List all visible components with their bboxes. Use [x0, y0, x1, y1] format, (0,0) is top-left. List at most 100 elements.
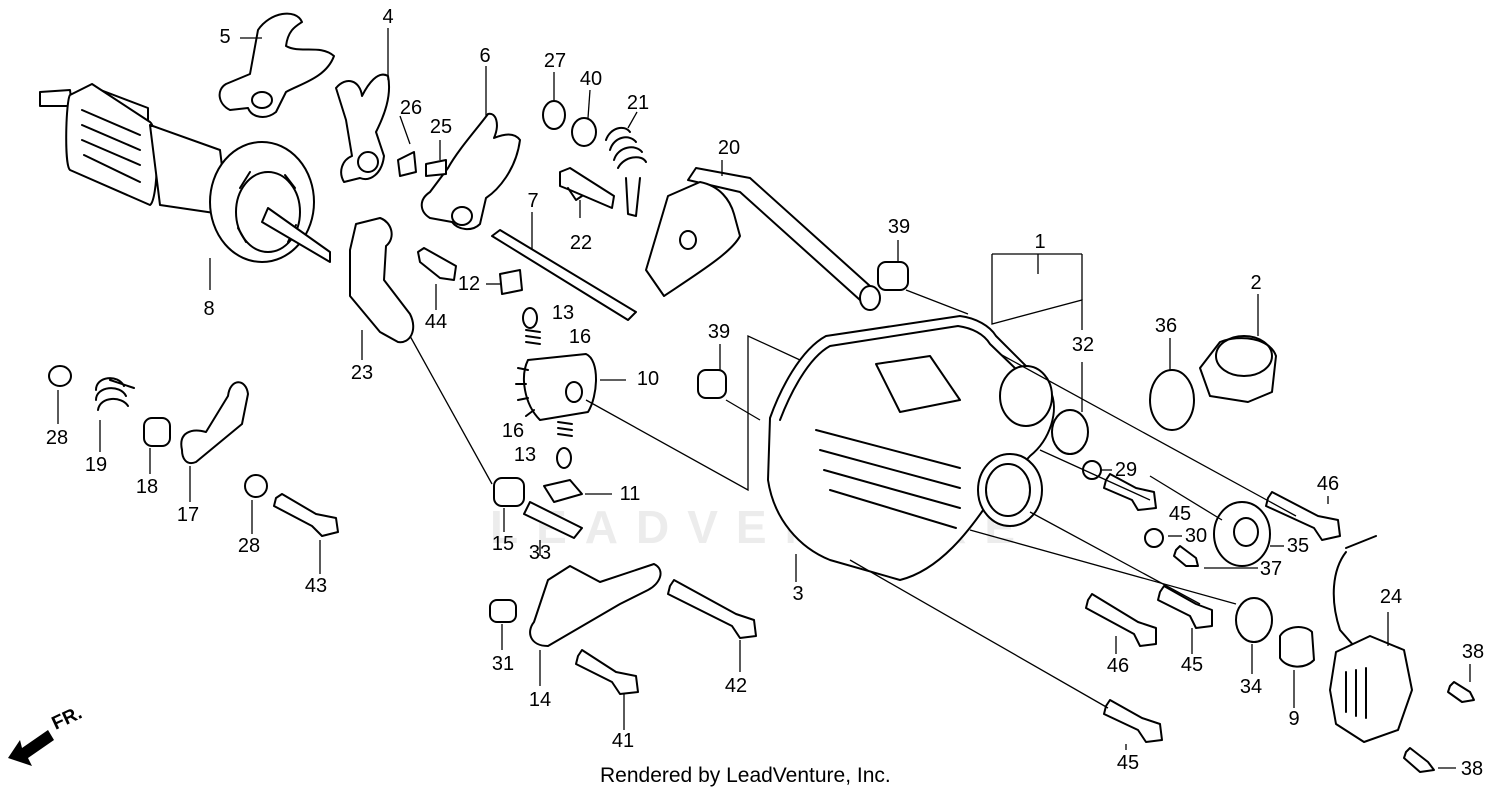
shift-fork-5-part[interactable]: [218, 12, 335, 118]
part-44-bolt[interactable]: [417, 247, 457, 281]
part-32-bearing[interactable]: [1051, 409, 1089, 455]
callout-1[interactable]: 1: [1034, 231, 1046, 253]
callout-9[interactable]: 9: [1288, 708, 1300, 730]
callout-41[interactable]: 41: [611, 730, 635, 752]
callout-34[interactable]: 34: [1239, 676, 1263, 698]
callout-16-bottom[interactable]: 16: [501, 420, 525, 442]
callout-21[interactable]: 21: [626, 92, 650, 114]
shift-fork-6-part[interactable]: [420, 112, 521, 230]
part-26-clip[interactable]: [397, 151, 417, 177]
part-31-collar[interactable]: [489, 599, 517, 623]
part-39-sleeve-bottom[interactable]: [697, 369, 727, 399]
part-13-roller-top[interactable]: [522, 307, 538, 329]
callout-30[interactable]: 30: [1184, 525, 1208, 547]
part-21-spring[interactable]: [605, 126, 647, 217]
part-14-plate[interactable]: [529, 563, 662, 647]
part-13-roller-bottom[interactable]: [556, 447, 572, 469]
part-37-screw[interactable]: [1173, 545, 1199, 567]
part-39-sleeve-top[interactable]: [877, 261, 909, 291]
callout-13-bottom[interactable]: 13: [513, 444, 537, 466]
callout-33[interactable]: 33: [528, 542, 552, 564]
shift-drum-part[interactable]: [39, 83, 331, 263]
part-46-bolt-top[interactable]: [1265, 491, 1341, 541]
part-28-washer-bottom[interactable]: [244, 474, 268, 498]
part-7-rod[interactable]: [491, 229, 637, 321]
part-38-screw-top[interactable]: [1447, 681, 1475, 703]
part-20-shift-shaft[interactable]: [645, 167, 881, 311]
callout-14[interactable]: 14: [528, 689, 552, 711]
callout-26[interactable]: 26: [399, 97, 423, 119]
part-28-washer-top[interactable]: [48, 365, 72, 387]
part-41-bolt[interactable]: [575, 649, 639, 695]
callout-25[interactable]: 25: [429, 116, 453, 138]
callout-11[interactable]: 11: [619, 483, 641, 505]
callout-28-left[interactable]: 28: [45, 427, 69, 449]
callout-38-top[interactable]: 38: [1461, 641, 1485, 663]
callout-39-top[interactable]: 39: [887, 216, 911, 238]
part-35-bearing[interactable]: [1213, 501, 1271, 567]
callout-5[interactable]: 5: [219, 26, 231, 48]
part-17-arm[interactable]: [180, 381, 249, 464]
callout-19[interactable]: 19: [84, 454, 108, 476]
part-19-spring[interactable]: [95, 377, 135, 411]
part-22-pin[interactable]: [559, 167, 615, 209]
callout-44[interactable]: 44: [424, 311, 448, 333]
part-46-bolt-bottom[interactable]: [1085, 593, 1157, 647]
part-40-clip[interactable]: [571, 117, 597, 147]
part-38-screw-bottom[interactable]: [1403, 747, 1435, 773]
callout-46-bottom[interactable]: 46: [1106, 655, 1130, 677]
callout-18[interactable]: 18: [135, 476, 159, 498]
part-33-bushing[interactable]: [523, 501, 583, 539]
callout-28-bottom[interactable]: 28: [237, 535, 261, 557]
callout-42[interactable]: 42: [724, 675, 748, 697]
callout-45-right[interactable]: 45: [1180, 654, 1204, 676]
part-25-bolt[interactable]: [425, 159, 447, 177]
part-16-spring-top[interactable]: [525, 329, 541, 345]
callout-7[interactable]: 7: [527, 190, 539, 212]
part-24-switch[interactable]: [1329, 535, 1413, 743]
callout-4[interactable]: 4: [382, 6, 394, 28]
part-11-stopper[interactable]: [543, 479, 583, 503]
callout-8[interactable]: 8: [203, 298, 215, 320]
callout-15[interactable]: 15: [491, 533, 515, 555]
callout-31[interactable]: 31: [491, 653, 515, 675]
part-10-cam[interactable]: [515, 353, 597, 421]
callout-46-top[interactable]: 46: [1316, 473, 1340, 495]
callout-3[interactable]: 3: [792, 583, 804, 605]
callout-45-mid[interactable]: 45: [1168, 503, 1192, 525]
callout-24[interactable]: 24: [1379, 586, 1403, 608]
callout-13-top[interactable]: 13: [551, 302, 575, 324]
callout-45-bottom[interactable]: 45: [1116, 752, 1140, 774]
part-42-bolt[interactable]: [667, 579, 757, 639]
part-30-washer[interactable]: [1144, 528, 1164, 548]
callout-37[interactable]: 37: [1259, 558, 1283, 580]
callout-38-bottom[interactable]: 38: [1460, 758, 1484, 780]
part-9-collar[interactable]: [1279, 626, 1315, 668]
part-43-bolt[interactable]: [273, 493, 339, 537]
callout-17[interactable]: 17: [176, 504, 200, 526]
callout-27[interactable]: 27: [543, 50, 567, 72]
part-45-bolt-mid[interactable]: [1103, 473, 1157, 511]
part-12-pin[interactable]: [499, 269, 523, 295]
callout-16-top[interactable]: 16: [568, 326, 592, 348]
part-2-plug[interactable]: [1199, 335, 1277, 403]
callout-39-bottom[interactable]: 39: [707, 321, 731, 343]
shift-fork-4-part[interactable]: [335, 73, 390, 183]
callout-22[interactable]: 22: [569, 232, 593, 254]
part-45-bolt-right[interactable]: [1157, 585, 1213, 629]
part-3-case-cover[interactable]: [767, 315, 1055, 581]
callout-29[interactable]: 29: [1114, 459, 1138, 481]
callout-12[interactable]: 12: [457, 273, 481, 295]
part-18-collar[interactable]: [143, 417, 171, 447]
callout-6[interactable]: 6: [479, 45, 491, 67]
part-16-spring-bottom[interactable]: [557, 421, 573, 437]
part-23-plate[interactable]: [349, 217, 415, 344]
callout-23[interactable]: 23: [350, 362, 374, 384]
callout-36[interactable]: 36: [1154, 315, 1178, 337]
callout-2[interactable]: 2: [1250, 272, 1262, 294]
callout-10[interactable]: 10: [636, 368, 660, 390]
callout-20[interactable]: 20: [717, 137, 741, 159]
part-27-ring[interactable]: [542, 100, 566, 130]
part-36-o-ring[interactable]: [1149, 369, 1195, 431]
callout-43[interactable]: 43: [304, 575, 328, 597]
